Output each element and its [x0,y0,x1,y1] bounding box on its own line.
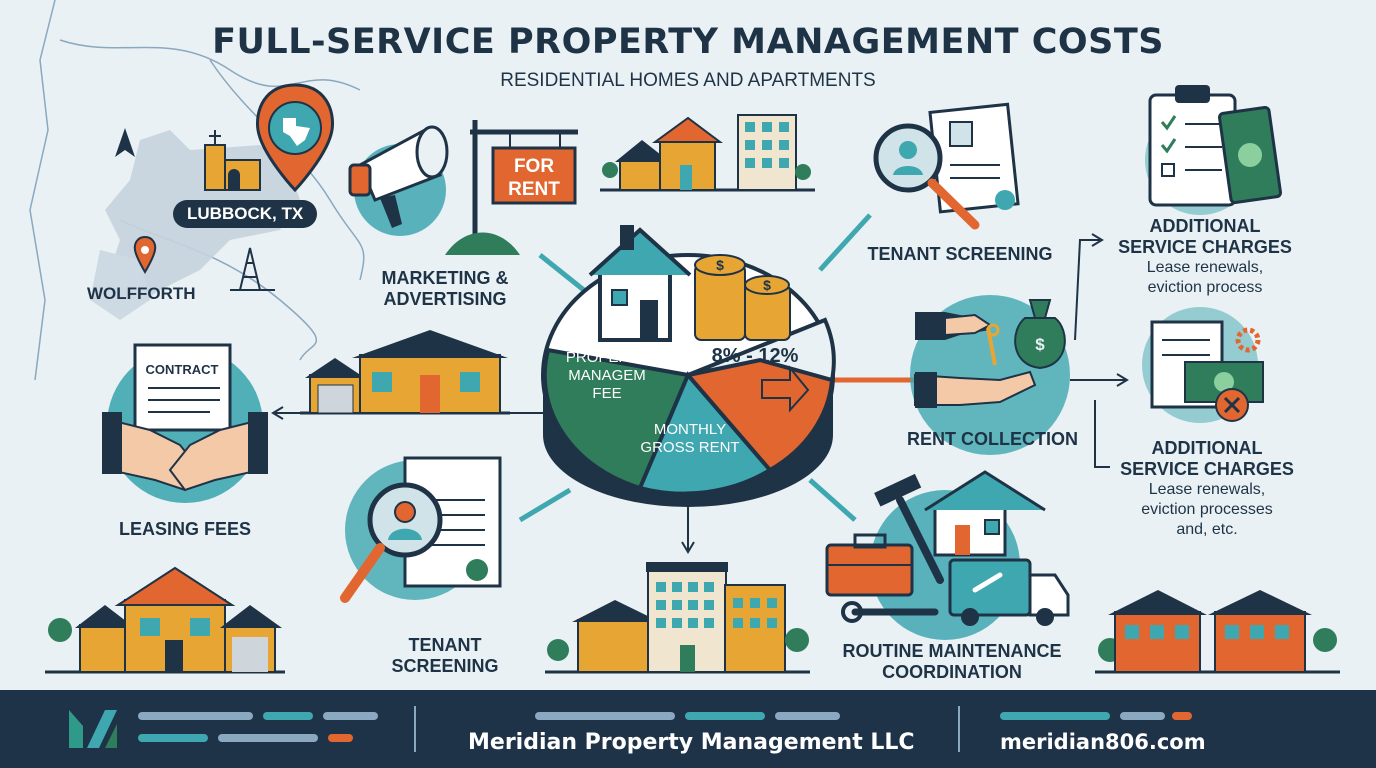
contract-doc-label: CONTRACT [146,362,219,377]
label-marketing: MARKETING & ADVERTISING [381,268,509,309]
church-icon [204,130,261,191]
additional-charges-bottom: ADDITIONAL SERVICE CHARGES Lease renewal… [1120,438,1294,538]
house-bottom-left-icon [45,566,285,674]
footer-decorative-bars-right [1000,712,1192,720]
location-pin-icon [255,83,335,193]
toolbox-icon [825,533,914,597]
map-illustration [29,0,365,381]
company-logo-icon [69,710,117,748]
tenant-screening-top-icon [873,102,1020,230]
pie-base-line1: MONTHLY [654,421,726,438]
footer-divider-1 [414,706,416,752]
oil-derrick-icon [230,247,275,291]
svg-text:$: $ [763,277,771,293]
label-tenant-screening-top: TENANT SCREENING [867,244,1053,264]
money-bag-icon: $ [1014,299,1066,370]
footer-divider-2 [958,706,960,752]
pie-rate-label: 8% - 12% [712,345,799,367]
footer-company-name: Meridian Property Management LLC [468,730,915,755]
pie-fee-line2: MANAGEM [568,367,646,384]
pie-chart: $ $ PROPERTY MANAGEM FEE 8% - 12% MONTHL… [541,225,836,507]
apartments-bottom-icon [545,562,810,674]
clipboard-checklist-icon [1145,85,1283,215]
for-rent-line1: FOR [514,156,554,177]
diagram-illustration: FOR RENT [29,0,1340,674]
van-icon [948,558,1070,626]
footer-website-link[interactable]: meridian806.com [1000,730,1206,754]
city-pill-lubbock: LUBBOCK, TX [173,200,318,228]
for-rent-sign-icon: FOR RENT [445,120,578,255]
footer-decorative-bars-left [138,712,378,742]
label-maintenance: ROUTINE MAINTENANCE COORDINATION [842,641,1062,682]
label-rent-collection: RENT COLLECTION [907,429,1078,449]
rent-collection-icon: $ [910,295,1070,455]
connector-lines [518,213,872,523]
pie-fee-line1: PROPERTY [566,349,648,366]
page-subtitle: RESIDENTIAL HOMES AND APARTMENTS [500,70,876,91]
houses-top-icon [600,114,815,192]
additional-charges-top: ADDITIONAL SERVICE CHARGES Lease renewal… [1118,216,1292,296]
pie-base-line2: GROSS RENT [640,439,739,456]
houses-bottom-right-icon [1095,590,1340,674]
wrench-icon [841,601,939,623]
north-arrow-icon [115,128,135,157]
footer-decorative-bars-center [535,712,840,720]
svg-text:$: $ [716,257,724,273]
footer-bar: Meridian Property Management LLC meridia… [0,690,1376,768]
label-tenant-screening-bottom: TENANT SCREENING [391,635,499,676]
pie-fee-line3: FEE [592,385,621,402]
page-title: FULL-SERVICE PROPERTY MANAGEMENT COSTS [212,22,1164,62]
megaphone-icon [348,125,449,236]
svg-text:$: $ [1035,335,1045,354]
eviction-documents-icon [1142,307,1264,423]
house-left-icon [300,330,510,415]
handshake-icon: CONTRACT [102,343,268,503]
coins-icon: $ $ [694,254,791,341]
maintenance-icon [825,470,1070,640]
tenant-screening-bottom-icon [340,456,502,603]
label-leasing-fees: LEASING FEES [118,519,252,539]
small-location-pin-icon [133,235,157,274]
hammer-icon [874,473,944,584]
town-label-wolfforth: WOLFFORTH [87,284,196,303]
for-rent-line2: RENT [508,179,560,200]
